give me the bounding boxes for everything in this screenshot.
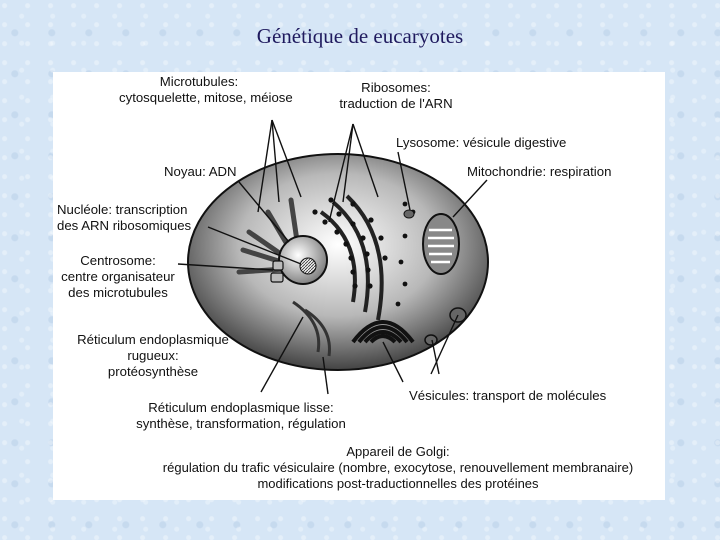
nucleolus xyxy=(299,257,317,275)
mitochondrion xyxy=(422,213,460,275)
label-golgi-line1: Appareil de Golgi: xyxy=(346,444,450,459)
label-golgi-line2: régulation du trafic vésiculaire (nombre… xyxy=(162,460,634,475)
ribosome-dots xyxy=(312,197,416,307)
label-vesicules: Vésicules: transport de molécules xyxy=(409,388,607,403)
label-nucleole-line2: des ARN ribosomiques xyxy=(57,218,192,233)
label-nucleole: Nucléole: transcription des ARN ribosomi… xyxy=(57,202,191,234)
label-ribosomes: Ribosomes: traduction de l'ARN xyxy=(331,80,461,112)
label-centrosome-line3: des microtubules xyxy=(68,285,168,300)
label-noyau: Noyau: ADN xyxy=(164,164,237,179)
label-rer: Réticulum endoplasmique rugueux: protéos… xyxy=(63,332,243,380)
centrosome xyxy=(270,260,284,283)
label-ribosomes-line2: traduction de l'ARN xyxy=(339,96,453,111)
smooth-er xyxy=(292,300,331,357)
label-rer-line3: protéosynthèse xyxy=(107,364,199,379)
golgi xyxy=(351,320,415,344)
slide-title: Génétique de eucaryotes xyxy=(256,24,464,48)
label-centrosome-line2: centre organisateur xyxy=(61,269,175,284)
label-rel: Réticulum endoplasmique lisse: synthèse,… xyxy=(121,400,361,432)
vesicle-2 xyxy=(424,334,438,346)
label-centrosome: Centrosome: centre organisateur des micr… xyxy=(53,253,183,301)
label-golgi: Appareil de Golgi: régulation du trafic … xyxy=(131,444,665,492)
label-rel-line2: synthèse, transformation, régulation xyxy=(136,416,346,431)
label-microtubules: Microtubules: cytosquelette, mitose, méi… xyxy=(119,74,293,106)
label-centrosome-line1: Centrosome: xyxy=(80,253,156,268)
label-nucleole-line1: Nucléole: transcription xyxy=(57,202,188,217)
lysosome xyxy=(403,209,415,219)
label-mitochondrie: Mitochondrie: respiration xyxy=(467,164,612,179)
label-golgi-line3: modifications post-traductionnelles des … xyxy=(257,476,539,491)
label-rer-line1: Réticulum endoplasmique xyxy=(77,332,229,347)
label-ribosomes-line1: Ribosomes: xyxy=(361,80,431,95)
label-lysosome: Lysosome: vésicule digestive xyxy=(396,135,567,150)
label-microtubules-line1: Microtubules: xyxy=(159,74,239,89)
cell-diagram xyxy=(177,119,489,395)
label-microtubules-line2: cytosquelette, mitose, méiose xyxy=(119,90,293,105)
diagram-panel: Microtubules: cytosquelette, mitose, méi… xyxy=(53,72,665,500)
label-rel-line1: Réticulum endoplasmique lisse: xyxy=(148,400,334,415)
pointer-lines xyxy=(177,119,488,395)
label-rer-line2: rugueux: xyxy=(127,348,179,363)
cell-membrane xyxy=(187,153,489,371)
